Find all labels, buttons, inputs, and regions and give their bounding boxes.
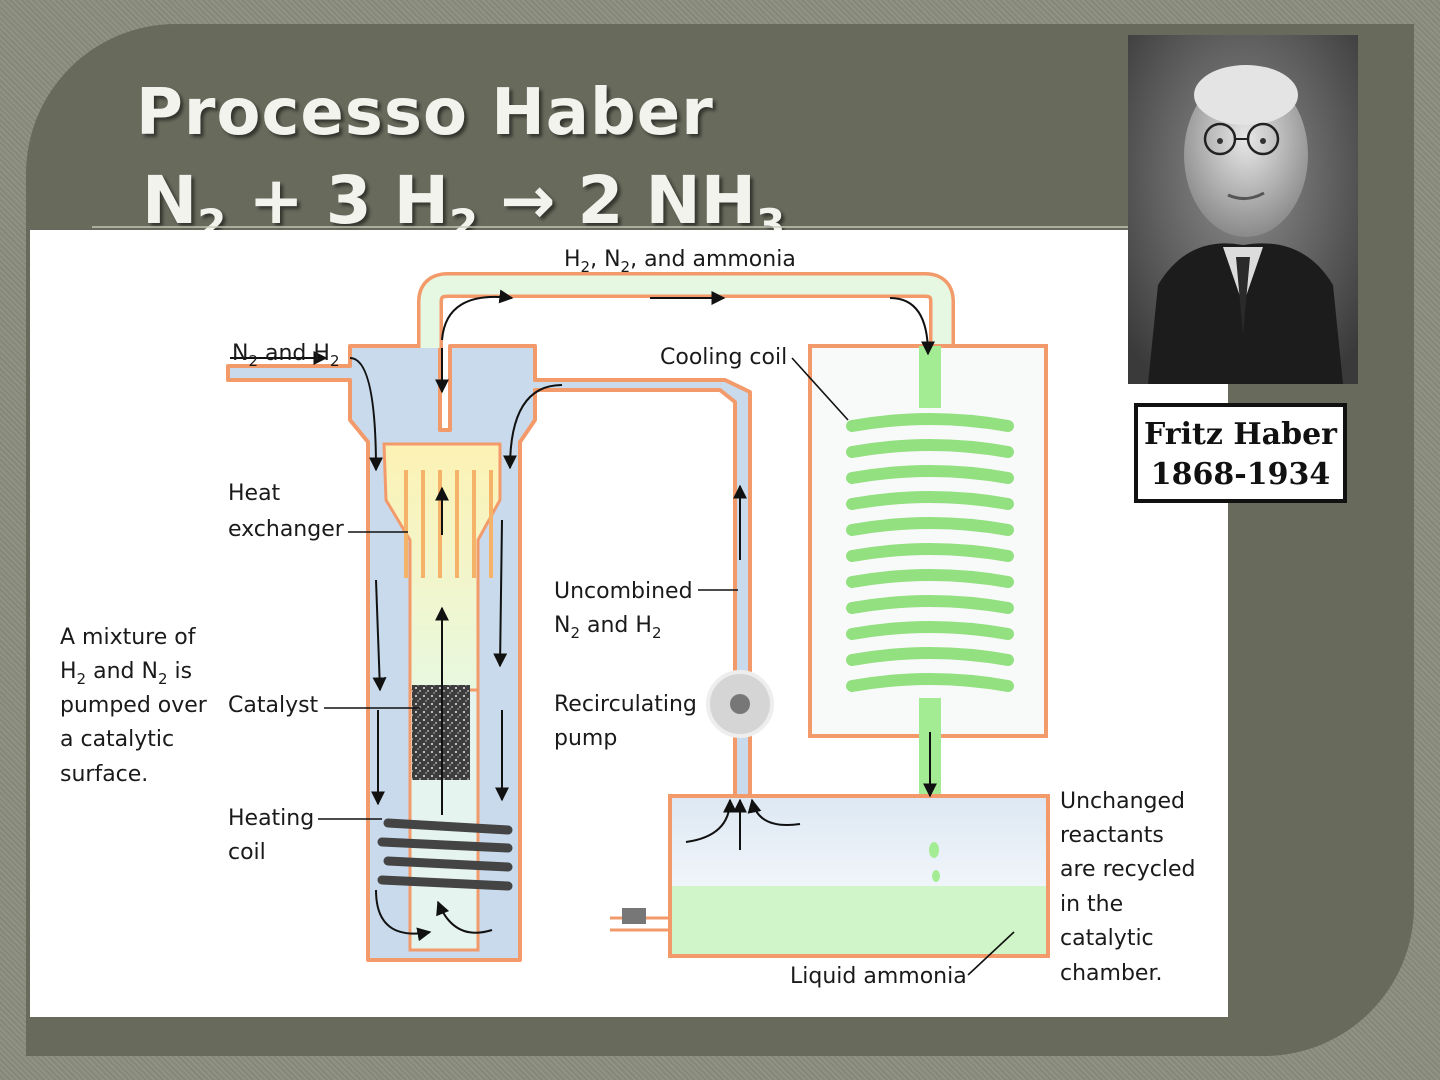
label-uncombined-gases: N2 and H2 xyxy=(554,613,661,642)
label-mixture-2: H2 and N2 is xyxy=(60,659,192,688)
label-mixture-3: pumped over xyxy=(60,693,208,718)
label-mixture-5: surface. xyxy=(60,762,148,787)
recirculating-pump xyxy=(708,672,772,736)
label-catalyst: Catalyst xyxy=(228,693,319,718)
label-uncombined: Uncombined xyxy=(554,579,693,604)
title-divider xyxy=(92,226,1132,228)
diagram-canvas: H2, N2, and ammonia N2 and H2 Cooling co… xyxy=(30,230,1228,1017)
label-mixture-4: a catalytic xyxy=(60,727,174,752)
label-unchanged-6: chamber. xyxy=(1060,961,1162,986)
label-coil: coil xyxy=(228,840,266,865)
label-heating: Heating xyxy=(228,806,314,831)
label-unchanged-5: catalytic xyxy=(1060,926,1154,951)
label-unchanged-2: reactants xyxy=(1060,823,1164,848)
portrait-years: 1868-1934 xyxy=(1138,455,1343,495)
label-unchanged-1: Unchanged xyxy=(1060,789,1185,814)
portrait-caption: Fritz Haber 1868-1934 xyxy=(1134,403,1347,503)
drain-valve xyxy=(622,908,646,924)
fritz-haber-portrait xyxy=(1128,35,1358,384)
label-recirculating: Recirculating xyxy=(554,692,697,717)
label-liquid-ammonia: Liquid ammonia xyxy=(790,964,967,989)
label-unchanged-4: in the xyxy=(1060,892,1123,917)
haber-process-diagram: H2, N2, and ammonia N2 and H2 Cooling co… xyxy=(30,230,1228,1017)
label-exchanger: exchanger xyxy=(228,517,345,542)
slide-title: Processo Haber xyxy=(136,76,714,150)
liquid-ammonia-pool xyxy=(672,886,1046,954)
label-inlet: N2 and H2 xyxy=(232,341,339,370)
label-top-flow: H2, N2, and ammonia xyxy=(564,247,796,276)
label-cooling-coil: Cooling coil xyxy=(660,345,787,370)
label-pump: pump xyxy=(554,726,617,751)
portrait-name: Fritz Haber xyxy=(1138,415,1343,455)
label-mixture-1: A mixture of xyxy=(60,625,197,650)
label-unchanged-3: are recycled xyxy=(1060,857,1196,882)
label-heat: Heat xyxy=(228,481,281,506)
